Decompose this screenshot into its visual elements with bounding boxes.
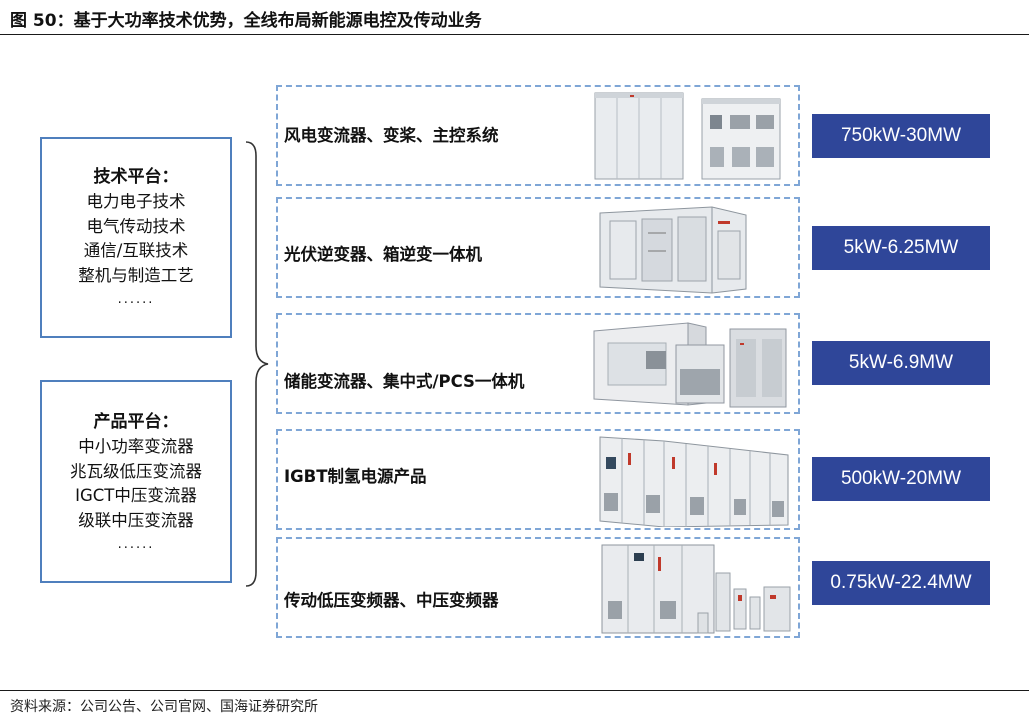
tech-item: 电气传动技术 bbox=[86, 216, 186, 236]
pv-inverter-image bbox=[599, 206, 747, 294]
tech-platform-box: 技术平台： 电力电子技术 电气传动技术 通信/互联技术 整机与制造工艺 ....… bbox=[40, 137, 232, 338]
tech-platform-title: 技术平台： bbox=[93, 167, 179, 187]
product-row-wind: 风电变流器、变桨、主控系统 bbox=[276, 85, 800, 186]
product-row-drives: 传动低压变频器、中压变频器 bbox=[276, 537, 800, 638]
product-platform-title: 产品平台： bbox=[93, 412, 179, 432]
product-platform-box: 产品平台： 中小功率变流器 兆瓦级低压变流器 IGCT中压变流器 级联中压变流器… bbox=[40, 380, 232, 583]
range-badge: 500kW-20MW bbox=[812, 457, 990, 501]
tech-item: 通信/互联技术 bbox=[83, 241, 189, 260]
product-item: 兆瓦级低压变流器 bbox=[70, 461, 202, 481]
wind-converter-image bbox=[594, 92, 781, 180]
hydrogen-power-image bbox=[599, 436, 789, 527]
product-label: IGBT制氢电源产品 bbox=[284, 467, 427, 486]
product-item: 中小功率变流器 bbox=[78, 437, 194, 456]
product-item: IGCT中压变流器 bbox=[75, 486, 197, 505]
product-label: 风电变流器、变桨、主控系统 bbox=[284, 126, 499, 145]
drive-inverter-image bbox=[601, 544, 791, 634]
tech-item: 电力电子技术 bbox=[86, 192, 186, 211]
product-more: ...... bbox=[117, 537, 155, 552]
figure-title: 图 50：基于大功率技术优势，全线布局新能源电控及传动业务 bbox=[10, 11, 482, 31]
product-label: 光伏逆变器、箱逆变一体机 bbox=[284, 245, 482, 264]
product-label: 储能变流器、集中式/PCS一体机 bbox=[284, 372, 525, 391]
tech-item: 整机与制造工艺 bbox=[78, 265, 194, 285]
title-rule bbox=[0, 34, 1029, 35]
tech-more: ...... bbox=[117, 292, 155, 307]
product-row-hydrogen: IGBT制氢电源产品 bbox=[276, 429, 800, 530]
source-note: 资料来源：公司公告、公司官网、国海证券研究所 bbox=[10, 699, 318, 715]
range-badge: 0.75kW-22.4MW bbox=[812, 561, 990, 605]
storage-pcs-image bbox=[593, 322, 787, 408]
product-item: 级联中压变流器 bbox=[78, 510, 194, 530]
grouping-brace bbox=[245, 141, 269, 587]
footer-rule bbox=[0, 690, 1029, 691]
product-row-pv: 光伏逆变器、箱逆变一体机 bbox=[276, 197, 800, 298]
range-badge: 5kW-6.9MW bbox=[812, 341, 990, 385]
product-row-storage: 储能变流器、集中式/PCS一体机 bbox=[276, 313, 800, 414]
product-label: 传动低压变频器、中压变频器 bbox=[284, 591, 499, 610]
range-badge: 5kW-6.25MW bbox=[812, 226, 990, 270]
range-badge: 750kW-30MW bbox=[812, 114, 990, 158]
